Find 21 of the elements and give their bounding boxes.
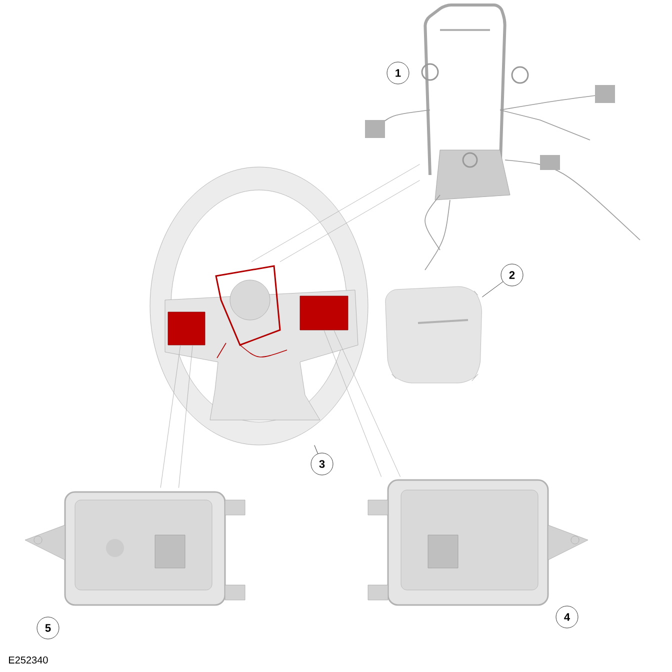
- leader-line: [314, 445, 318, 454]
- switch-pack: [300, 296, 348, 330]
- figure-number: E252340: [9, 656, 48, 664]
- airbag-drawing: [385, 286, 482, 384]
- callout-number: 4: [556, 606, 578, 628]
- projection-line: [160, 345, 181, 488]
- projection-line: [251, 164, 420, 262]
- steering-wheel-drawing: [150, 166, 368, 446]
- switch-pack: [168, 312, 206, 346]
- switch-pack-drawing: [24, 491, 246, 606]
- projection-line: [178, 345, 193, 488]
- callout-number: 3: [310, 452, 334, 476]
- projection-line: [280, 180, 420, 262]
- callout-number: 2: [500, 264, 524, 286]
- wiring-harness-drawing: [365, 4, 640, 270]
- switch-pack-drawing: [368, 479, 588, 606]
- wiring-harness-drawing: [215, 265, 288, 358]
- projection-line: [334, 330, 400, 477]
- callout-number: 5: [36, 616, 60, 640]
- leader-line: [482, 281, 504, 298]
- projection-line: [324, 330, 382, 477]
